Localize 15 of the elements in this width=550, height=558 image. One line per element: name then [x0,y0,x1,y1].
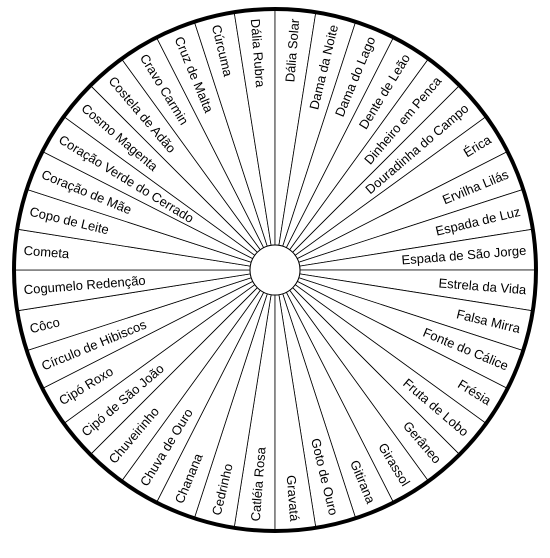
sector-label: Gitirana [347,458,378,506]
sector-label: Cúrcuma [208,23,236,78]
sector-label: Dália Rubra [248,18,268,88]
sector-label: Érica [460,132,494,160]
sector-label: Cedrinho [208,462,236,517]
sector-label: Estrela da Vida [438,275,527,298]
sector-label: Gravatá [284,474,302,522]
sector-label: Goto de Ouro [308,436,342,517]
sector-label: Catléia Rosa [248,446,269,522]
sector-label: Cometa [23,242,70,262]
sector-label: Côco [28,314,62,336]
sector-label: Dália Solar [282,18,302,83]
sector-label: Falsa Mirra [455,306,522,336]
sector-label: Espada de São Jorge [400,242,527,268]
sector-label: Cogumelo Redenção [23,272,146,298]
